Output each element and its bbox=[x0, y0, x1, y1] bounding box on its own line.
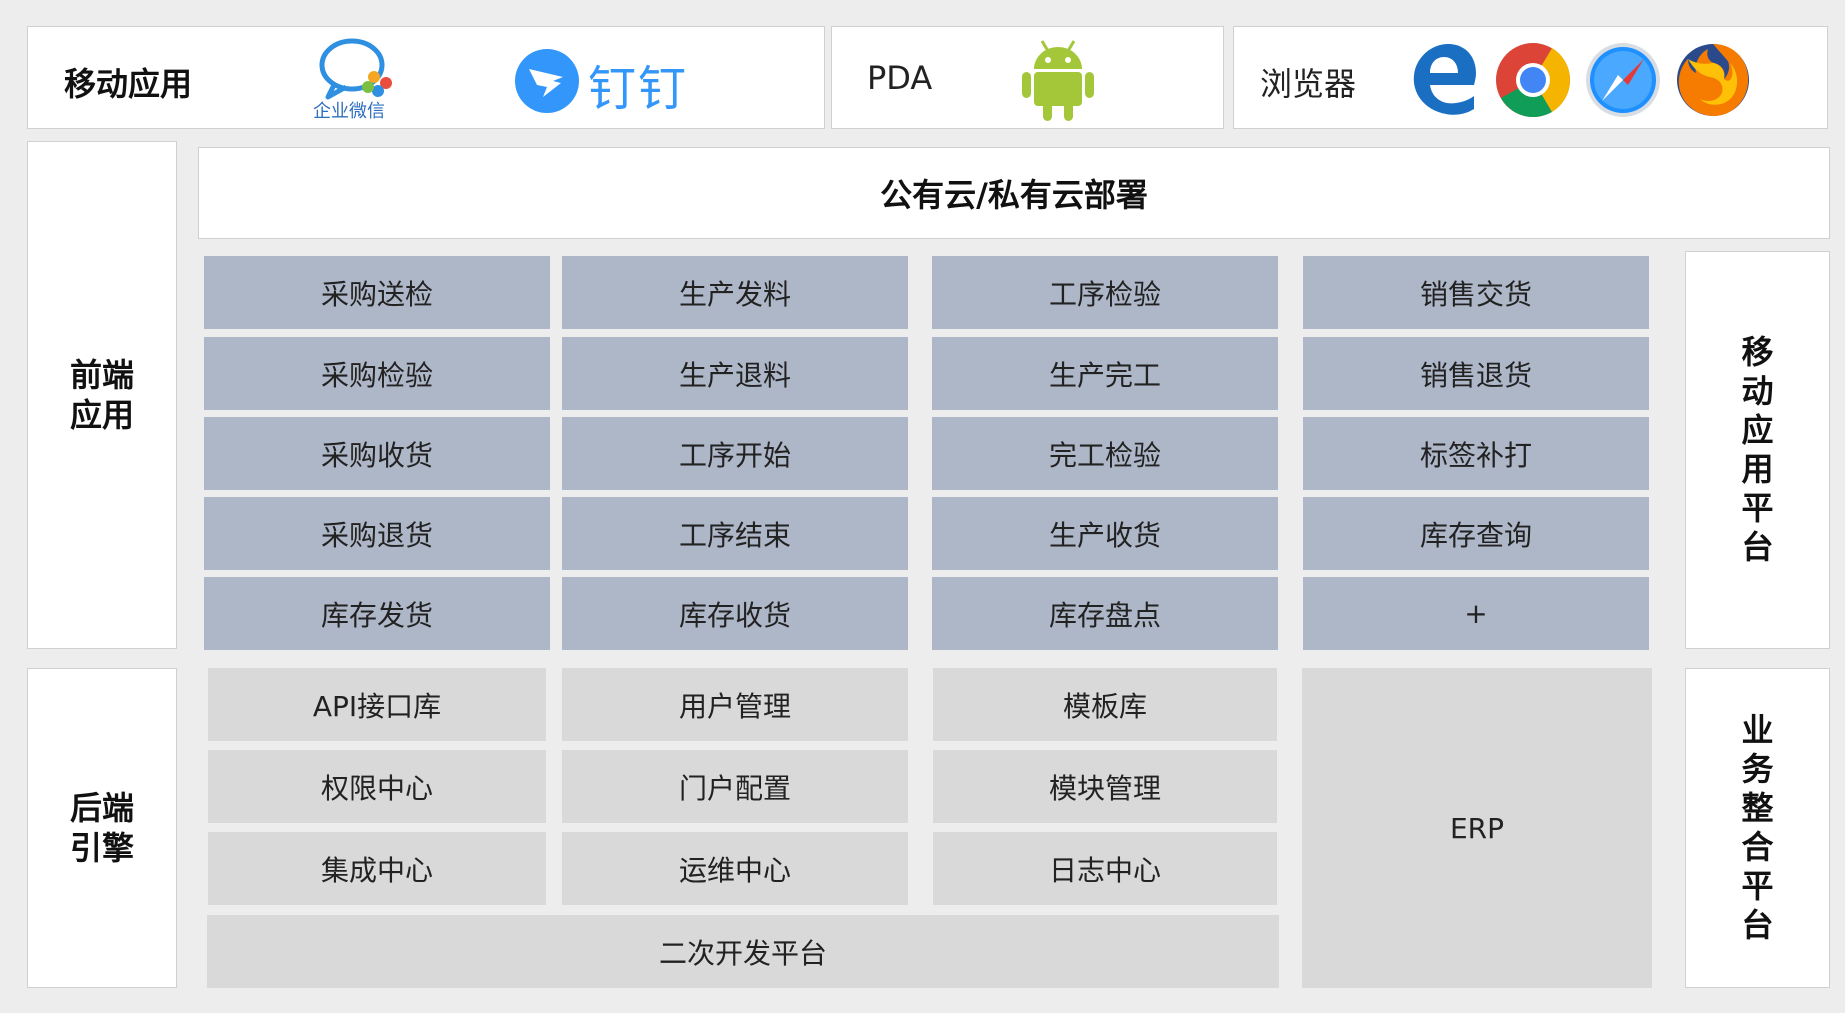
back-cell[interactable]: 用户管理 bbox=[562, 668, 908, 741]
front-cell[interactable]: 采购收货 bbox=[204, 417, 550, 490]
pda-label: PDA bbox=[867, 59, 933, 97]
frontend-label: 前端 应用 bbox=[28, 142, 176, 648]
add-more-cell[interactable]: + bbox=[1303, 577, 1649, 650]
mobile-platform-char: 应 bbox=[1741, 411, 1774, 449]
erp-cell[interactable]: ERP bbox=[1302, 668, 1652, 988]
mobile-platform-char: 动 bbox=[1741, 372, 1774, 410]
mobile-platform-char: 台 bbox=[1741, 528, 1774, 566]
wecom-label: 企业微信 bbox=[313, 101, 385, 122]
front-cell[interactable]: 完工检验 bbox=[932, 417, 1278, 490]
edge-icon bbox=[1408, 41, 1480, 117]
front-cell[interactable]: 采购检验 bbox=[204, 337, 550, 410]
dingtalk-icon bbox=[513, 47, 581, 115]
back-cell[interactable]: 模块管理 bbox=[933, 750, 1277, 823]
front-cell[interactable]: 库存发货 bbox=[204, 577, 550, 650]
cloud-deployment-title: 公有云/私有云部署 bbox=[880, 176, 1148, 214]
front-cell[interactable]: 工序开始 bbox=[562, 417, 908, 490]
frontend-label-line1: 前端 bbox=[69, 356, 134, 394]
mobile-platform-box: 移 动 应 用 平 台 bbox=[1685, 251, 1830, 649]
browser-label: 浏览器 bbox=[1260, 65, 1357, 103]
backend-label-line2: 引擎 bbox=[69, 829, 134, 867]
front-cell[interactable]: 采购送检 bbox=[204, 256, 550, 329]
business-platform-char: 合 bbox=[1741, 828, 1774, 866]
back-cell[interactable]: API接口库 bbox=[208, 668, 546, 741]
browser-panel: 浏览器 bbox=[1233, 26, 1828, 129]
mobile-platform-char: 平 bbox=[1741, 489, 1774, 527]
frontend-label-line2: 应用 bbox=[69, 396, 134, 434]
front-cell[interactable]: 工序检验 bbox=[932, 256, 1278, 329]
business-platform-char: 平 bbox=[1741, 867, 1774, 905]
business-platform-label: 业 务 整 合 平 台 bbox=[1686, 669, 1829, 987]
frontend-label-box: 前端 应用 bbox=[27, 141, 177, 649]
back-cell[interactable]: 运维中心 bbox=[562, 832, 908, 905]
front-cell[interactable]: 生产完工 bbox=[932, 337, 1278, 410]
cloud-deployment-banner: 公有云/私有云部署 bbox=[198, 147, 1830, 239]
front-cell[interactable]: 生产发料 bbox=[562, 256, 908, 329]
safari-icon bbox=[1584, 41, 1662, 119]
dingtalk-label: 钉钉 bbox=[588, 61, 689, 117]
backend-label-line1: 后端 bbox=[69, 789, 134, 827]
pda-panel: PDA bbox=[831, 26, 1224, 129]
secondary-dev-platform-cell[interactable]: 二次开发平台 bbox=[207, 915, 1279, 988]
front-cell[interactable]: 销售交货 bbox=[1303, 256, 1649, 329]
backend-label-box: 后端 引擎 bbox=[27, 668, 177, 988]
chrome-icon bbox=[1494, 41, 1572, 119]
front-cell[interactable]: 库存收货 bbox=[562, 577, 908, 650]
front-cell[interactable]: 生产退料 bbox=[562, 337, 908, 410]
back-cell[interactable]: 模板库 bbox=[933, 668, 1277, 741]
back-cell[interactable]: 日志中心 bbox=[933, 832, 1277, 905]
back-cell[interactable]: 权限中心 bbox=[208, 750, 546, 823]
business-platform-box: 业 务 整 合 平 台 bbox=[1685, 668, 1830, 988]
mobile-apps-label: 移动应用 bbox=[64, 65, 193, 103]
mobile-platform-char: 用 bbox=[1741, 450, 1774, 488]
business-platform-char: 业 bbox=[1741, 711, 1774, 749]
mobile-platform-char: 移 bbox=[1741, 333, 1774, 371]
firefox-icon bbox=[1674, 41, 1752, 119]
front-cell[interactable]: 库存盘点 bbox=[932, 577, 1278, 650]
business-platform-char: 务 bbox=[1741, 750, 1774, 788]
mobile-platform-label: 移 动 应 用 平 台 bbox=[1686, 252, 1829, 648]
wecom-icon bbox=[312, 33, 422, 123]
front-cell[interactable]: 库存查询 bbox=[1303, 497, 1649, 570]
front-cell[interactable]: 工序结束 bbox=[562, 497, 908, 570]
business-platform-char: 整 bbox=[1741, 789, 1774, 827]
back-cell[interactable]: 门户配置 bbox=[562, 750, 908, 823]
front-cell[interactable]: 销售退货 bbox=[1303, 337, 1649, 410]
android-icon bbox=[1018, 35, 1098, 123]
front-cell[interactable]: 标签补打 bbox=[1303, 417, 1649, 490]
backend-label: 后端 引擎 bbox=[28, 669, 176, 987]
mobile-apps-panel: 移动应用 企业微信 钉钉 bbox=[27, 26, 825, 129]
business-platform-char: 台 bbox=[1741, 906, 1774, 944]
front-cell[interactable]: 生产收货 bbox=[932, 497, 1278, 570]
front-cell[interactable]: 采购退货 bbox=[204, 497, 550, 570]
back-cell[interactable]: 集成中心 bbox=[208, 832, 546, 905]
